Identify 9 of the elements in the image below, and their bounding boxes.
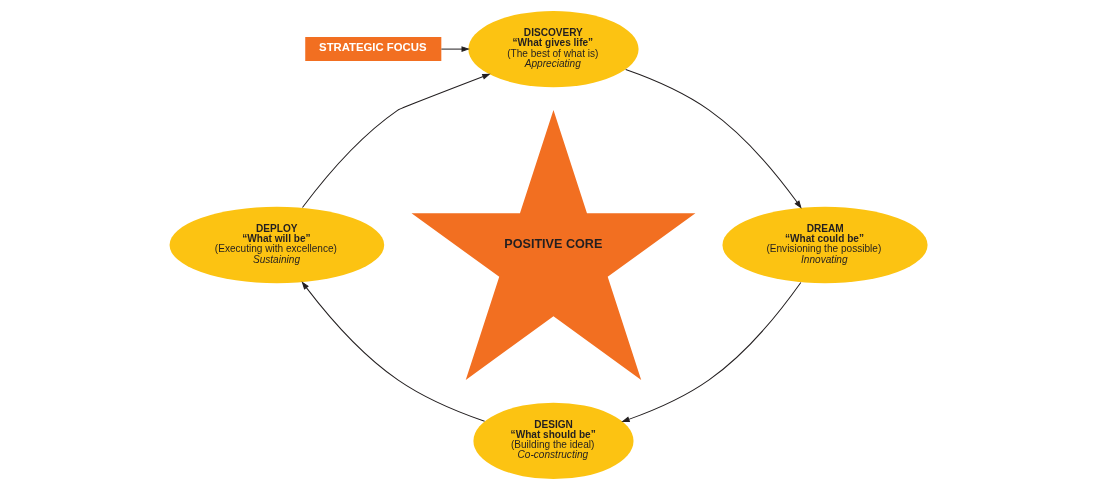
- node-ellipse: DEPLOY “What will be” (Executing with excellence) Sustaining: [169, 206, 385, 284]
- arrow: [301, 73, 491, 209]
- arrow: [625, 69, 802, 209]
- node-ellipse: DREAM “What could be” (Envisioning the possible) Innovating: [722, 206, 928, 284]
- node-ellipse: DISCOVERY “What gives life” (The best of what is) Appreciating: [468, 10, 639, 88]
- arrow: [440, 46, 470, 52]
- arrow: [301, 281, 486, 422]
- arrow: [621, 282, 802, 422]
- node-box: STRATEGIC FOCUS: [305, 37, 442, 62]
